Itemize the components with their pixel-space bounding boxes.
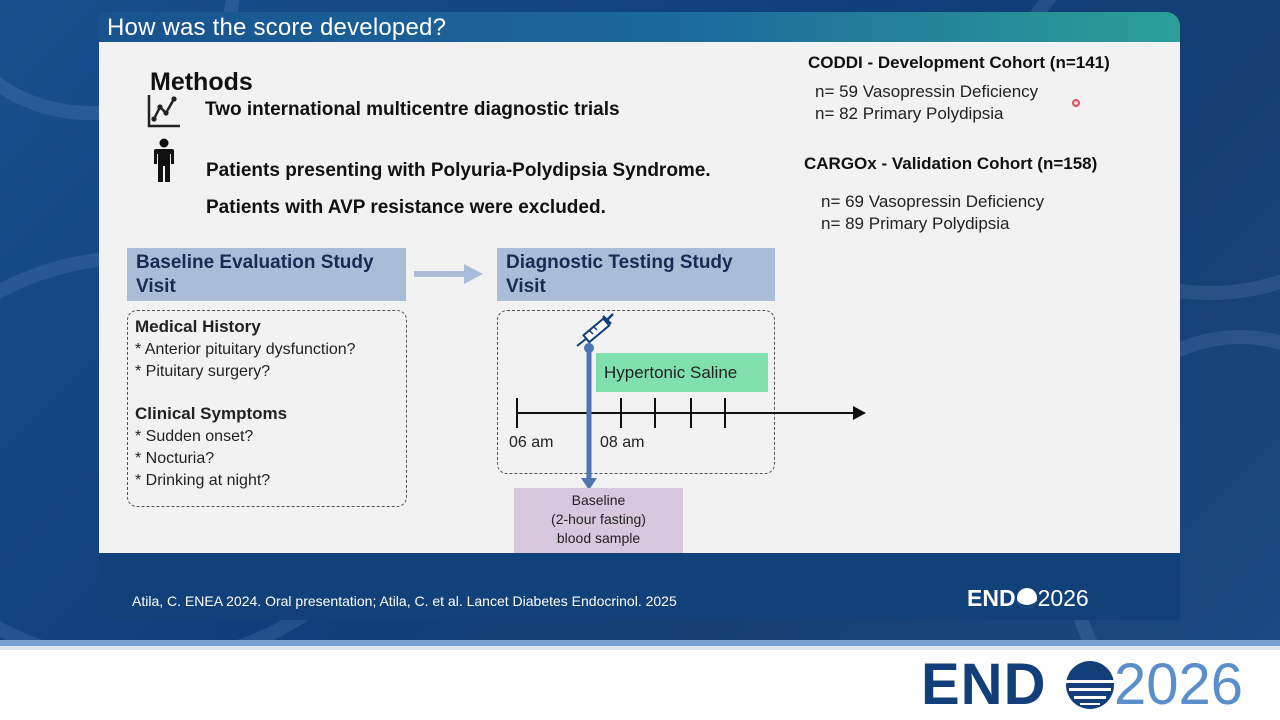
baseline-details-box: Medical History * Anterior pituitary dys… [127,310,407,507]
footer-logo: END 2026 [967,585,1089,612]
brand-year-text: 2026 [1114,652,1244,717]
validation-cohort-item: n= 89 Primary Polydipsia [821,214,1010,233]
development-cohort-item: n= 59 Vasopressin Deficiency [815,82,1039,101]
timeline-diagram [516,313,866,490]
diagnostic-visit-header: Diagnostic Testing Study Visit [497,248,775,301]
clinical-symptoms-title: Clinical Symptoms [135,404,288,423]
background-strip [0,640,1280,646]
background-strip-light [0,646,1280,650]
footer-logo-end: END [967,585,1016,611]
sample-line-1: Baseline [571,492,626,508]
list-item: * Pituitary surgery? [135,363,271,380]
arrow-right-icon [414,263,484,290]
globe-o-icon [1065,660,1115,715]
person-icon [153,138,175,187]
slide-title-bar: How was the score developed? [99,12,1180,42]
time-label-infusion: 08 am [600,434,645,451]
validation-cohort-item: n= 69 Vasopressin Deficiency [821,192,1045,211]
methods-heading: Methods [150,68,253,96]
brand-end-text: END [921,652,1047,717]
list-item: * Nocturia? [135,450,215,467]
sample-line-3: blood sample [556,530,641,546]
slide-title: How was the score developed? [107,14,447,41]
laser-pointer-dot [1072,99,1080,107]
time-label-start: 06 am [509,434,554,451]
syringe-icon [576,313,614,347]
slide-footer: Atila, C. ENEA 2024. Oral presentation; … [99,553,1180,620]
development-cohort-title: CODDI - Development Cohort (n=141) [808,53,1110,72]
slide-content: Methods Two international multicentre di… [99,42,1180,553]
trials-text: Two international multicentre diagnostic… [205,99,620,120]
patients-line-1: Patients presenting with Polyuria-Polydi… [206,160,711,181]
presentation-slide: How was the score developed? Methods Two… [99,12,1180,620]
baseline-blood-sample-box: Baseline (2-hour fasting) blood sample [514,488,683,553]
hypertonic-saline-bar: Hypertonic Saline [596,353,768,392]
globe-o-icon [1016,588,1037,608]
footer-logo-year: 2026 [1037,585,1089,611]
validation-cohort-title: CARGOx - Validation Cohort (n=158) [804,154,1098,173]
patients-line-2: Patients with AVP resistance were exclud… [206,197,606,218]
list-item: * Drinking at night? [135,472,271,489]
sample-line-2: (2-hour fasting) [551,511,646,527]
list-item: * Sudden onset? [135,428,254,445]
footer-citation: Atila, C. ENEA 2024. Oral presentation; … [132,593,677,609]
medical-history-title: Medical History [135,317,261,336]
line-chart-icon [146,93,182,134]
list-item: * Anterior pituitary dysfunction? [135,341,356,358]
diagnostic-timeline-box [497,310,775,474]
baseline-visit-header: Baseline Evaluation Study Visit [127,248,406,301]
development-cohort-item: n= 82 Primary Polydipsia [815,104,1004,123]
